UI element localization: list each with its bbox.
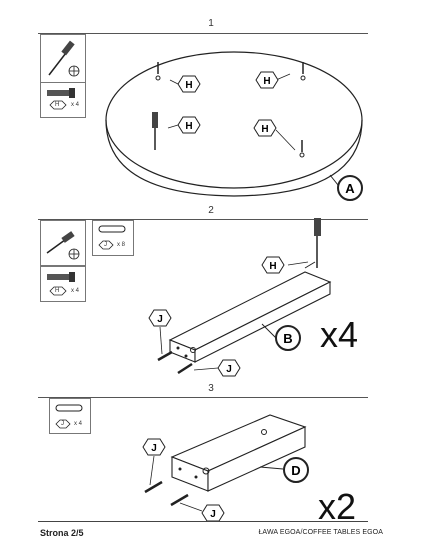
screwdriver-icon-2	[46, 231, 80, 260]
part-h-callout	[177, 71, 279, 137]
j-label-2: J	[226, 364, 232, 375]
part-h-label-small-2: H	[55, 288, 60, 294]
step-3-number: 3	[208, 383, 214, 394]
part-j-callout-1	[148, 309, 172, 327]
step-1-number: 1	[208, 18, 214, 29]
step2-h-quantity: x 4	[71, 288, 80, 294]
j-label-3: J	[151, 443, 157, 454]
tabletop-screw-bl	[152, 112, 158, 150]
part-d-callout	[283, 457, 309, 483]
tabletop-screw-tr	[300, 62, 306, 81]
part-j-label-small-2: J	[61, 421, 64, 427]
part-h-label-small: H	[55, 102, 60, 108]
step-2-diagram: H J J B x4	[148, 218, 358, 377]
page-number: Strona 2/5	[40, 528, 84, 538]
step1-h-quantity: x 4	[71, 102, 80, 108]
footer-divider	[38, 521, 368, 522]
screwdriver-icon	[48, 40, 80, 77]
part-a-label: A	[345, 181, 355, 196]
h-label-2: H	[263, 76, 270, 87]
h-label-3: H	[185, 121, 192, 132]
tabletop-screw-br	[299, 140, 305, 158]
part-d-label: D	[291, 463, 300, 478]
hardware-box-step-2-screw: H x 4	[40, 266, 86, 302]
step-3-multiplier: x2	[318, 486, 356, 525]
step-1-diagram: H H H H A	[105, 51, 363, 201]
part-h-callout-2	[261, 256, 285, 274]
tool-box-step-2	[40, 220, 86, 266]
hardware-box-step-3: J x 4	[49, 398, 91, 434]
part-a-callout	[337, 175, 363, 201]
screw-h-icon	[47, 88, 75, 110]
part-b-label: B	[283, 331, 292, 346]
screw-h-icon-2	[47, 272, 75, 296]
hardware-box-step-1: H x 4	[40, 82, 86, 118]
part-j-callout-3	[142, 438, 166, 456]
step3-j-quantity: x 4	[74, 421, 83, 427]
part-j-callout-2	[217, 359, 241, 377]
part-b-callout	[275, 325, 301, 351]
j-label-4: J	[210, 509, 216, 520]
part-j-label-small: J	[104, 242, 107, 248]
step-1-divider	[38, 33, 368, 34]
step-2-number: 2	[208, 205, 214, 216]
j-label-1: J	[157, 314, 163, 325]
hardware-box-step-2-dowel: J x 8	[92, 220, 134, 256]
h-label-4: H	[261, 124, 268, 135]
dowel-j-icon-2	[55, 404, 83, 429]
step2-j-quantity: x 8	[117, 242, 126, 248]
step-2-multiplier: x4	[320, 314, 358, 355]
tabletop-screw-tl	[155, 62, 161, 81]
step-3-divider	[38, 397, 368, 398]
step-2-divider	[38, 219, 368, 220]
h-label-5: H	[269, 261, 276, 272]
dowel-j-icon	[98, 225, 126, 250]
step-3-diagram: J J D x2	[142, 414, 356, 525]
document-title: ŁAWA EGOA/COFFEE TABLES EGOA	[258, 529, 383, 536]
h-label-1: H	[185, 80, 192, 91]
